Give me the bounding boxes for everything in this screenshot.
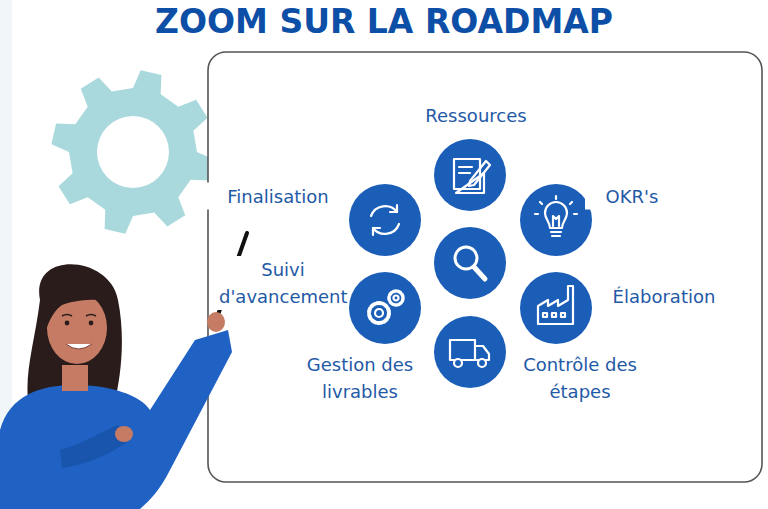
step-label: Élaboration [592,283,736,310]
icon-circle [520,272,592,344]
factory-icon [538,286,573,324]
lightbulb-icon [535,196,577,236]
icon-circle [434,139,506,211]
board-panel [208,52,762,482]
truck-icon [450,340,489,367]
presenter-figure [0,233,247,509]
icon-circle [349,184,421,256]
gear-shape [51,70,214,233]
icon-circle [434,316,506,388]
step-label: Finalisation [206,183,350,210]
step-label: Suivi d'avancement [217,256,349,310]
gears-icon [369,291,403,323]
icon-circle [349,272,421,344]
icon-circle [520,184,592,256]
magnifier-icon [455,247,485,279]
refresh-icon [371,205,399,235]
gear-symbol [51,70,214,233]
resources-icon [454,159,490,193]
step-label: OKR's [585,183,679,210]
step-label: Contrôle des étapes [511,351,650,405]
step-label: Gestion des livrables [296,351,425,405]
step-label: Ressources [404,102,548,129]
page-title: ZOOM SUR LA ROADMAP [0,2,768,41]
icon-circle [434,227,506,299]
